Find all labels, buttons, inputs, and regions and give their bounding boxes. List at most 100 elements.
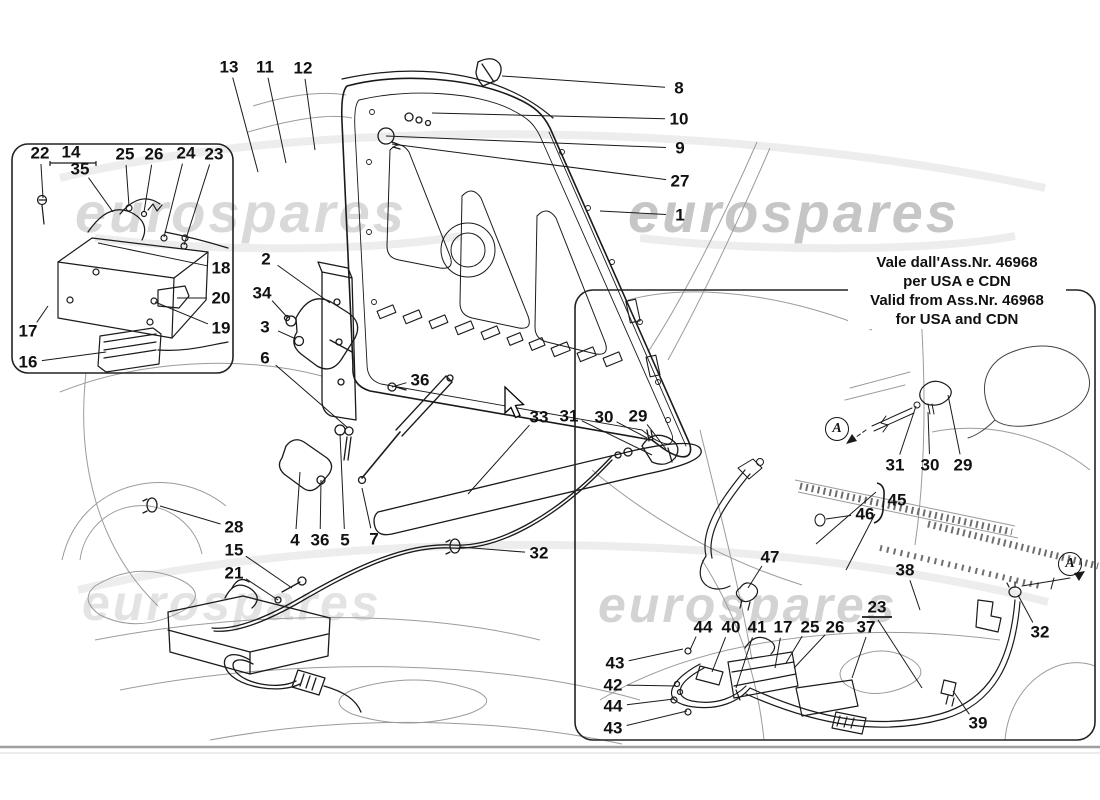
part-callout-37[interactable]: 37 [856, 617, 876, 637]
leader-line [304, 78, 316, 151]
part-callout-33[interactable]: 33 [529, 407, 549, 427]
leader-line [271, 300, 289, 319]
leader-line [88, 177, 114, 213]
part-callout-32[interactable]: 32 [529, 543, 549, 563]
part-callout-30[interactable]: 30 [594, 407, 614, 427]
watermark-eurospares: eurospares [598, 577, 898, 633]
part-callout-16[interactable]: 16 [18, 352, 38, 372]
part-callout-4[interactable]: 4 [290, 530, 300, 550]
watermark-eurospares: eurospares [628, 181, 960, 244]
part-callout-17[interactable]: 17 [18, 321, 38, 341]
leader-line [361, 487, 372, 529]
leader-line [143, 164, 153, 213]
part-callout-28[interactable]: 28 [224, 517, 244, 537]
leader-line [646, 424, 667, 450]
leader-line [385, 135, 667, 149]
part-callout-36[interactable]: 36 [310, 530, 330, 550]
part-callout-24[interactable]: 24 [176, 143, 196, 163]
part-callout-26[interactable]: 26 [825, 617, 845, 637]
part-callout-22[interactable]: 22 [30, 143, 50, 163]
part-callout-9[interactable]: 9 [675, 138, 685, 158]
leader-line [793, 634, 826, 669]
part-callout-6[interactable]: 6 [260, 348, 270, 368]
part-callout-12[interactable]: 12 [293, 58, 313, 78]
leader-line [1017, 594, 1034, 623]
part-callout-5[interactable]: 5 [340, 530, 350, 550]
leader-line [581, 420, 653, 456]
leader-line [339, 433, 345, 530]
leader-line [232, 77, 259, 173]
leader-line [599, 210, 667, 215]
part-callout-34[interactable]: 34 [252, 283, 272, 303]
leader-line [40, 163, 44, 199]
part-callout-42[interactable]: 42 [603, 675, 623, 695]
part-callout-41[interactable]: 41 [747, 617, 767, 637]
part-callout-43[interactable]: 43 [605, 653, 625, 673]
part-callout-29[interactable]: 29 [953, 455, 973, 475]
part-callout-3[interactable]: 3 [260, 317, 270, 337]
leader-lines [36, 75, 1034, 727]
callout-brackets [49, 161, 923, 689]
part-callout-47[interactable]: 47 [760, 547, 780, 567]
part-callout-1[interactable]: 1 [675, 205, 685, 225]
part-callout-29[interactable]: 29 [628, 406, 648, 426]
part-callout-31[interactable]: 31 [885, 455, 905, 475]
part-callout-43[interactable]: 43 [603, 718, 623, 738]
leader-line [927, 411, 930, 455]
part-callout-36[interactable]: 36 [410, 370, 430, 390]
watermark-swoosh [59, 130, 1049, 606]
leader-line [747, 565, 763, 589]
leader-line [774, 637, 781, 669]
part-callout-44[interactable]: 44 [603, 696, 623, 716]
part-callout-46[interactable]: 46 [855, 504, 875, 524]
part-callout-20[interactable]: 20 [211, 288, 231, 308]
leader-line [825, 514, 852, 520]
leader-line [277, 264, 331, 304]
part-callout-10[interactable]: 10 [669, 109, 689, 129]
leader-line [183, 164, 211, 246]
part-callout-45[interactable]: 45 [887, 490, 907, 510]
part-callout-27[interactable]: 27 [670, 171, 690, 191]
leader-line [628, 648, 684, 662]
part-callout-18[interactable]: 18 [211, 258, 231, 278]
usa-cdn-variant-box [574, 289, 1096, 741]
part-callout-11[interactable]: 11 [256, 57, 274, 77]
leader-line [159, 505, 221, 525]
part-callout-35[interactable]: 35 [70, 159, 90, 179]
note-line: for USA and CDN [895, 311, 1019, 328]
leader-line [711, 636, 727, 673]
part-callout-25[interactable]: 25 [115, 144, 135, 164]
part-callout-19[interactable]: 19 [211, 318, 231, 338]
part-callout-23[interactable]: 23 [867, 597, 887, 617]
part-callout-2[interactable]: 2 [261, 249, 271, 269]
part-callout-38[interactable]: 38 [895, 560, 915, 580]
leader-line [163, 163, 183, 238]
part-callout-7[interactable]: 7 [369, 529, 379, 549]
part-callout-25[interactable]: 25 [800, 617, 820, 637]
part-callout-15[interactable]: 15 [224, 540, 244, 560]
leader-line [245, 555, 293, 589]
part-callout-30[interactable]: 30 [920, 455, 940, 475]
detail-marker-A: A [825, 417, 849, 441]
leader-line [899, 405, 917, 455]
leader-line [909, 580, 921, 611]
part-callout-26[interactable]: 26 [144, 144, 164, 164]
part-callout-21[interactable]: 21 [224, 563, 244, 583]
leader-line [245, 578, 279, 601]
part-callout-17[interactable]: 17 [773, 617, 793, 637]
note-line: Valid from Ass.Nr. 46968 [870, 292, 1044, 309]
part-callout-14[interactable]: 14 [61, 142, 81, 162]
detail-marker-A: A [1058, 552, 1082, 576]
leader-line [689, 636, 697, 651]
part-callout-8[interactable]: 8 [674, 78, 684, 98]
part-callout-13[interactable]: 13 [219, 57, 239, 77]
part-callout-39[interactable]: 39 [968, 713, 988, 733]
part-callout-32[interactable]: 32 [1030, 622, 1050, 642]
part-callout-31[interactable]: 31 [559, 406, 579, 426]
part-callout-44[interactable]: 44 [693, 617, 713, 637]
part-callout-23[interactable]: 23 [204, 144, 224, 164]
part-callout-40[interactable]: 40 [721, 617, 741, 637]
